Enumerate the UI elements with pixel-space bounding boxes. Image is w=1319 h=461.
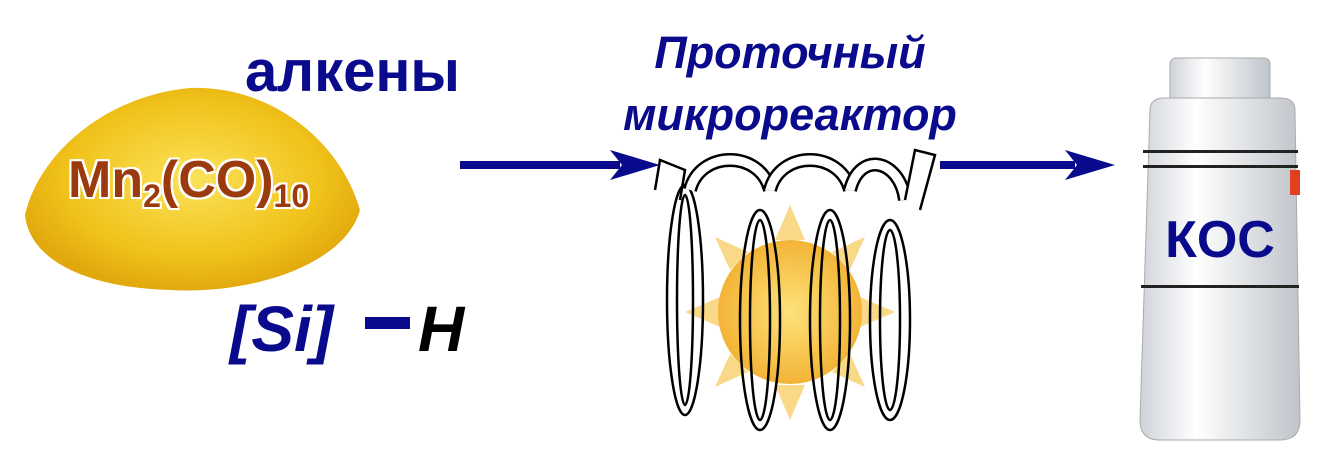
catalyst-sub-2: 2 [143,178,161,214]
catalyst-sub-10: 10 [273,178,310,214]
reactor-title: Проточный микрореактор [623,27,957,140]
catalyst-formula: Mn2(CO)10 [68,150,309,215]
silane-h-label: H [418,293,465,365]
arrow-to-product [940,150,1115,180]
catalyst-mn: Mn [68,151,144,209]
sun-icon [685,205,895,420]
alkenes-label: алкены [245,39,460,104]
arrow-to-reactor [460,150,660,180]
flow-reactor-coil [653,148,937,432]
product-bottle [1139,57,1301,441]
catalyst-co: (CO) [160,151,274,209]
catalyst-powder [25,87,360,291]
product-label: КОС [1165,211,1275,269]
silane-si-label: [Si] [230,293,334,365]
bond-line [365,317,410,329]
